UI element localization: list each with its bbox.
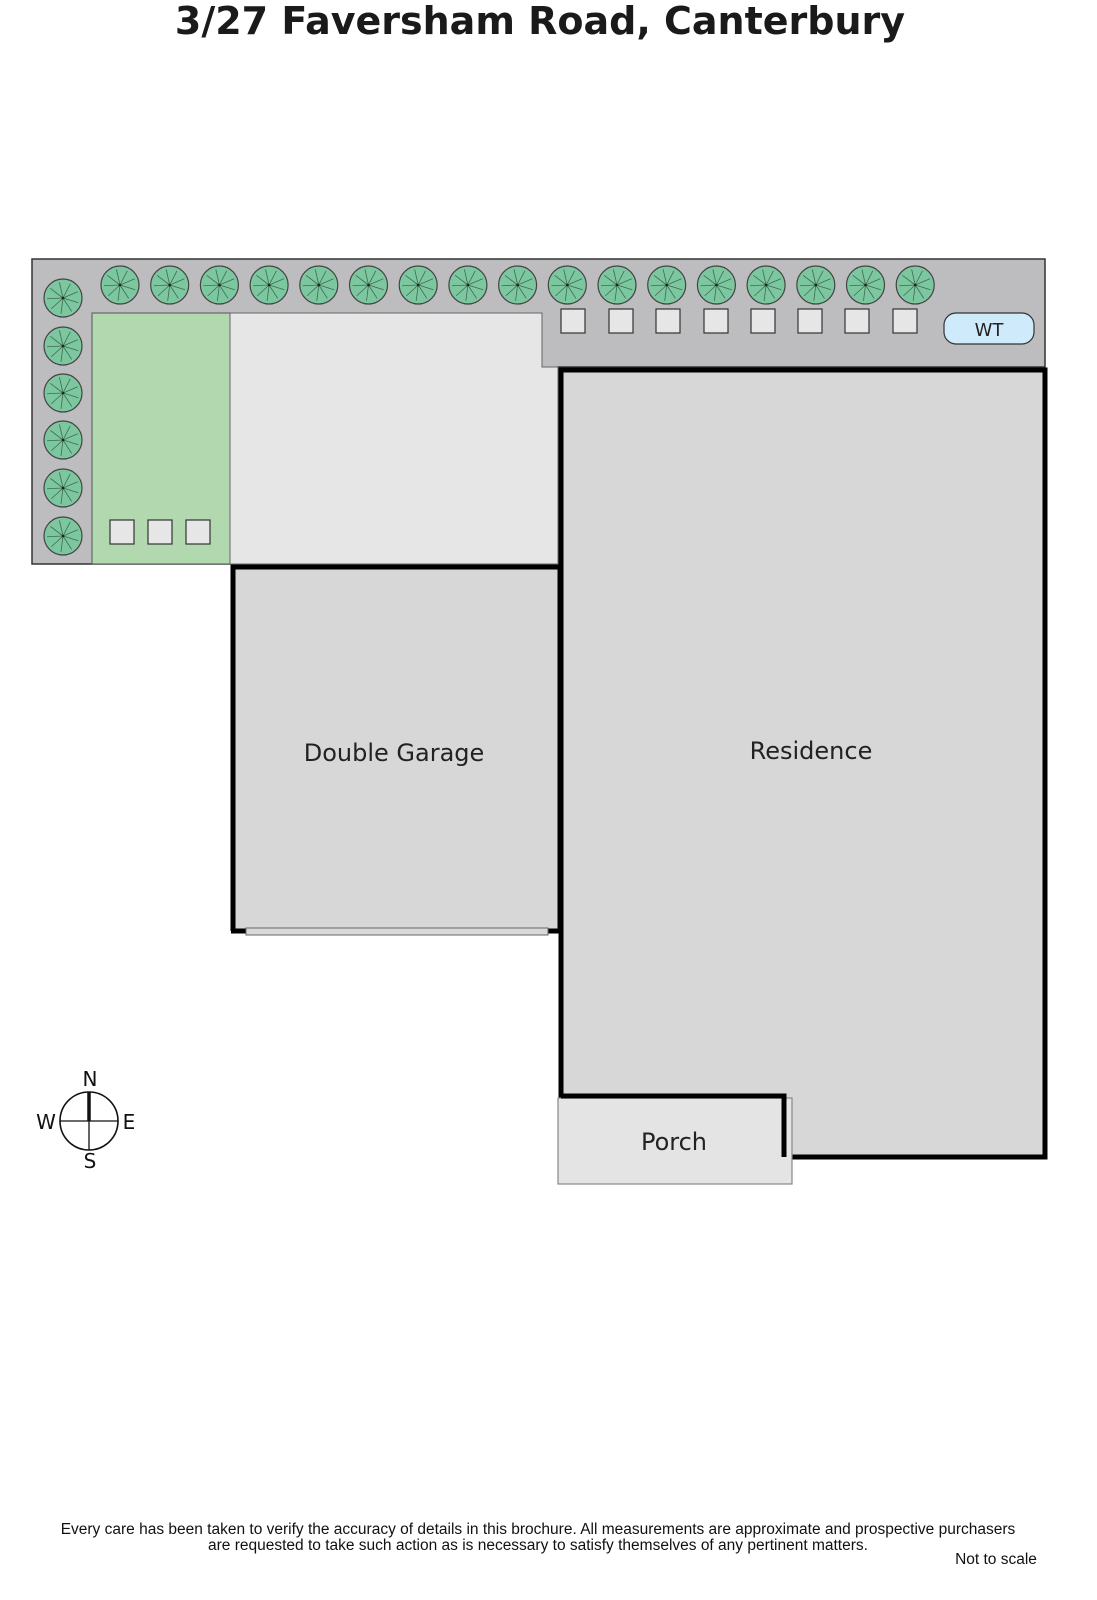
water-tank: WT [943, 312, 1035, 345]
tree-icon [43, 326, 83, 366]
paver-square [185, 519, 211, 545]
garage-door [245, 927, 549, 936]
paver-square [608, 308, 634, 334]
paver-square [560, 308, 586, 334]
tree-icon [348, 265, 389, 305]
porch [557, 1097, 793, 1185]
disclaimer-line-1: Every care has been taken to verify the … [61, 1521, 1016, 1538]
tree-icon [398, 265, 438, 305]
compass-east: E [123, 1110, 136, 1134]
tree-icon [43, 468, 83, 508]
paver-square [750, 308, 776, 334]
tree-icon [647, 265, 687, 305]
disclaimer-line-2: are requested to take such action as is … [208, 1537, 868, 1554]
paved-area [229, 312, 559, 565]
tree-icon [497, 265, 538, 305]
paver-square [797, 308, 823, 334]
paver-group [109, 308, 918, 545]
compass-west: W [36, 1110, 56, 1134]
tree-icon [199, 265, 239, 305]
water-tank-label: WT [975, 320, 1005, 341]
tree-icon [100, 265, 140, 305]
tree-icon [845, 265, 886, 305]
paver-square [109, 519, 135, 545]
not-to-scale-note: Not to scale [955, 1551, 1037, 1568]
compass-icon: N E S W [36, 1067, 135, 1173]
tree-icon [249, 265, 289, 305]
paver-square [892, 308, 918, 334]
residence-label: Residence [750, 737, 873, 765]
tree-icon [696, 265, 737, 305]
paver-square [703, 308, 729, 334]
porch-label: Porch [641, 1128, 707, 1156]
tree-icon [895, 265, 935, 305]
tree-icon [43, 278, 83, 318]
paver-square [844, 308, 870, 334]
compass-north: N [83, 1067, 98, 1091]
tree-icon [448, 265, 488, 305]
tree-icon [43, 373, 83, 413]
tree-icon [299, 265, 339, 305]
tree-icon [43, 420, 83, 460]
tree-icon [547, 265, 587, 305]
paver-square [147, 519, 173, 545]
compass-south: S [84, 1149, 97, 1173]
tree-icon [796, 265, 836, 305]
double-garage [230, 564, 563, 936]
garage-label: Double Garage [304, 739, 485, 767]
page-title: 3/27 Faversham Road, Canterbury [175, 0, 905, 43]
tree-icon [43, 516, 83, 556]
tree-icon [597, 265, 637, 305]
tree-icon [150, 265, 190, 305]
paver-square [655, 308, 681, 334]
tree-icon [746, 265, 786, 305]
tree-group [43, 265, 935, 556]
